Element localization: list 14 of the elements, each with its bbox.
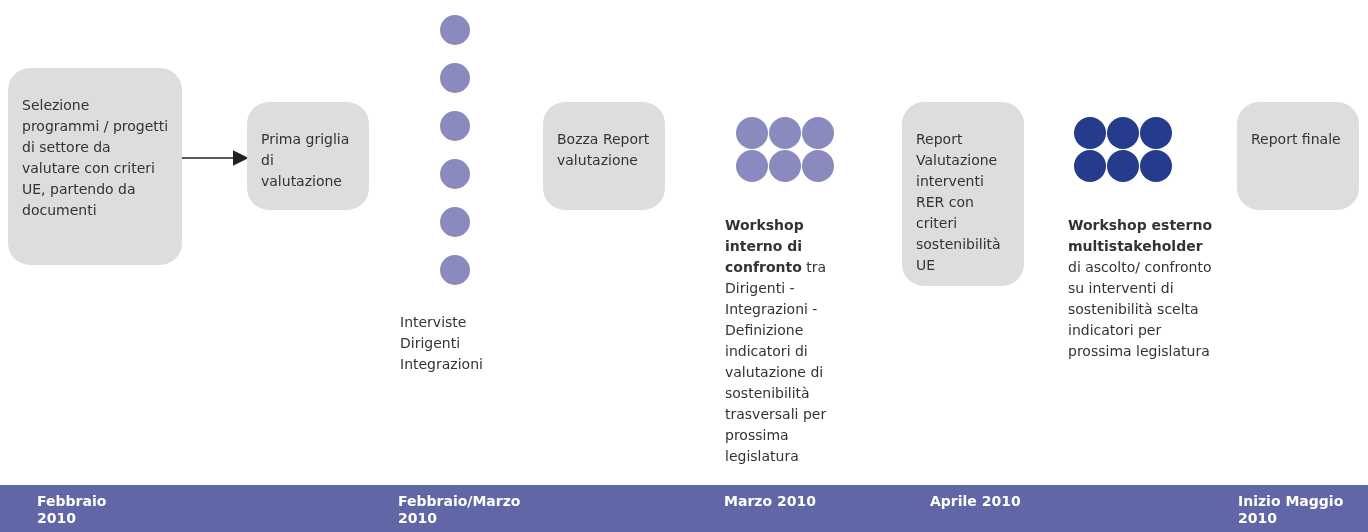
workshop-text: Workshop interno di confronto tra Dirigenti - Integrazioni - Definizione indicatori di valutazione di sostenibilità trasversali per prossima legislatura [725,216,828,466]
date-label: Febbraio/Marzo 2010 [398,493,522,527]
date-label: Febbraio 2010 [37,493,108,527]
date-label: Aprile 2010 [930,493,1022,510]
workshop-text: Workshop esterno multistakeholder di ascolto/ confronto su interventi di sostenibilità scelta indicatori per prossima legislatura [1068,216,1214,361]
process-box: Report Valutazione interventi RER con criteri sostenibilità UE [902,102,1024,286]
date-label: Marzo 2010 [724,493,817,510]
date-label: Inizio Maggio 2010 [1238,493,1345,527]
process-box: Selezione programmi / progetti di settore da valutare con criteri UE, partendo da documenti [8,68,182,265]
text-label: Interviste Dirigenti Integrazioni [400,313,484,374]
arrow [181,150,249,166]
process-box: Bozza Report valutazione [543,102,665,210]
process-box: Report finale [1237,102,1359,210]
process-box: Prima griglia di valutazione [247,102,369,210]
